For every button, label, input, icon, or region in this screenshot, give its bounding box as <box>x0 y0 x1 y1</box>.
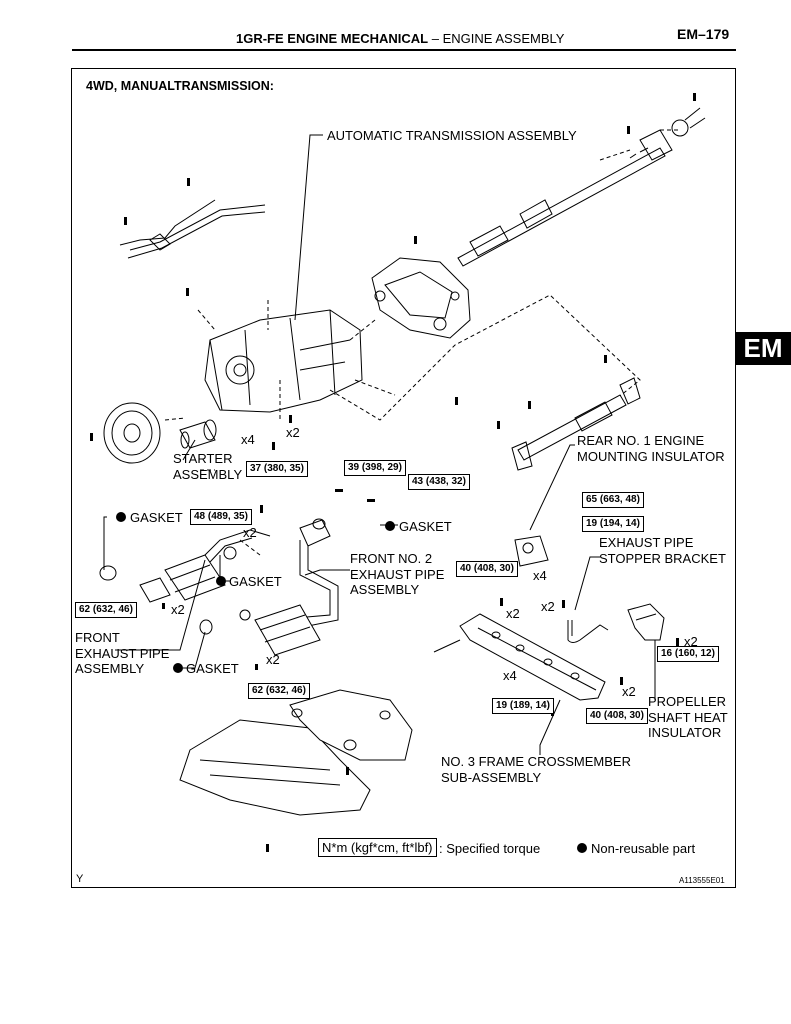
page-header-title: 1GR-FE ENGINE MECHANICAL – ENGINE ASSEMB… <box>236 31 564 46</box>
legend-torque-unit-box: N*m (kgf*cm, ft*lbf) <box>318 838 437 857</box>
header-title-rest: – ENGINE ASSEMBLY <box>431 31 565 46</box>
qty-x2-crossmember-bolts: x2 <box>622 684 636 699</box>
gaskets <box>99 518 326 635</box>
label-gasket-3: GASKET <box>229 574 282 589</box>
bolts <box>90 93 696 852</box>
clutch-lines <box>119 199 266 259</box>
torque-16: 16 (160, 12) <box>657 646 719 662</box>
torque-19-stopper: 19 (194, 14) <box>582 516 644 532</box>
header-title-bold: 1GR-FE ENGINE MECHANICAL <box>236 31 429 46</box>
label-exhaust-stopper-bracket: EXHAUST PIPE STOPPER BRACKET <box>599 535 726 566</box>
qty-x2-starter: x2 <box>286 425 300 440</box>
qty-x2-no2-pipe: x2 <box>266 652 280 667</box>
legend-torque-text: : Specified torque <box>439 841 541 856</box>
legend-nonreusable-text: Non-reusable part <box>591 841 696 856</box>
header-rule <box>72 49 736 51</box>
torque-62-front: 62 (632, 46) <box>75 602 137 618</box>
torque-65: 65 (663, 48) <box>582 492 644 508</box>
torque-62-no2: 62 (632, 46) <box>248 683 310 699</box>
torque-39: 39 (398, 29) <box>344 460 406 476</box>
qty-x2-front-pipe: x2 <box>243 525 257 540</box>
label-gasket-1: GASKET <box>130 510 183 525</box>
assembly-leaders <box>164 129 680 556</box>
qty-x2-front-pipe-flange: x2 <box>171 602 185 617</box>
section-tab: EM <box>735 332 791 365</box>
label-front-no2-exhaust-pipe: FRONT NO. 2 EXHAUST PIPE ASSEMBLY <box>350 551 445 597</box>
label-automatic-transmission: AUTOMATIC TRANSMISSION ASSEMBLY <box>327 128 577 143</box>
label-rear-mounting-insulator: REAR NO. 1 ENGINE MOUNTING INSULATOR <box>577 433 725 464</box>
propeller-shaft-front <box>457 107 706 267</box>
qty-x4-crossmember: x4 <box>503 668 517 683</box>
diagram-frame <box>71 68 736 888</box>
torque-43: 43 (438, 32) <box>408 474 470 490</box>
callout-leaders <box>103 134 656 755</box>
torque-40-crossmember: 40 (408, 30) <box>586 708 648 724</box>
qty-x4-starter: x4 <box>241 432 255 447</box>
transfer-case <box>371 257 471 339</box>
qty-x4-insulator: x4 <box>533 568 547 583</box>
qty-x2-stopper: x2 <box>541 599 555 614</box>
qty-x2-crossmember: x2 <box>506 606 520 621</box>
page-code: EM–179 <box>677 26 730 42</box>
section-title: 4WD, MANUALTRANSMISSION: <box>86 79 274 93</box>
propeller-heat-insulator <box>627 603 665 641</box>
non-reusable-markers <box>116 512 587 853</box>
flywheel <box>103 402 161 464</box>
exhaust-stopper-bracket <box>567 620 609 643</box>
torque-19-crossmember: 19 (189, 14) <box>492 698 554 714</box>
starter-motor <box>179 419 217 449</box>
label-gasket-2: GASKET <box>399 519 452 534</box>
engine-under-covers <box>179 689 413 816</box>
propeller-shaft-rear <box>511 377 641 471</box>
frame-crossmember <box>433 613 606 701</box>
transmission-body <box>204 309 363 413</box>
front-no2-exhaust-pipe <box>239 519 339 656</box>
torque-40-insulator: 40 (408, 30) <box>456 561 518 577</box>
label-starter-assembly: STARTER ASSEMBLY <box>173 451 243 482</box>
label-propeller-heat-insulator: PROPELLER SHAFT HEAT INSULATOR <box>648 694 728 740</box>
label-gasket-4: GASKET <box>186 661 239 676</box>
footer-mark: Y <box>76 873 84 885</box>
torque-37: 37 (380, 35) <box>246 461 308 477</box>
torque-48: 48 (489, 35) <box>190 509 252 525</box>
qty-x2-heat-insulator: x2 <box>684 634 698 649</box>
front-exhaust-pipe <box>139 529 271 603</box>
label-frame-crossmember: NO. 3 FRAME CROSSMEMBER SUB-ASSEMBLY <box>441 754 631 785</box>
label-front-exhaust-pipe: FRONT EXHAUST PIPE ASSEMBLY <box>75 630 170 676</box>
figure-id: A113555E01 <box>679 876 725 885</box>
engine-mount-insulator <box>514 535 549 567</box>
